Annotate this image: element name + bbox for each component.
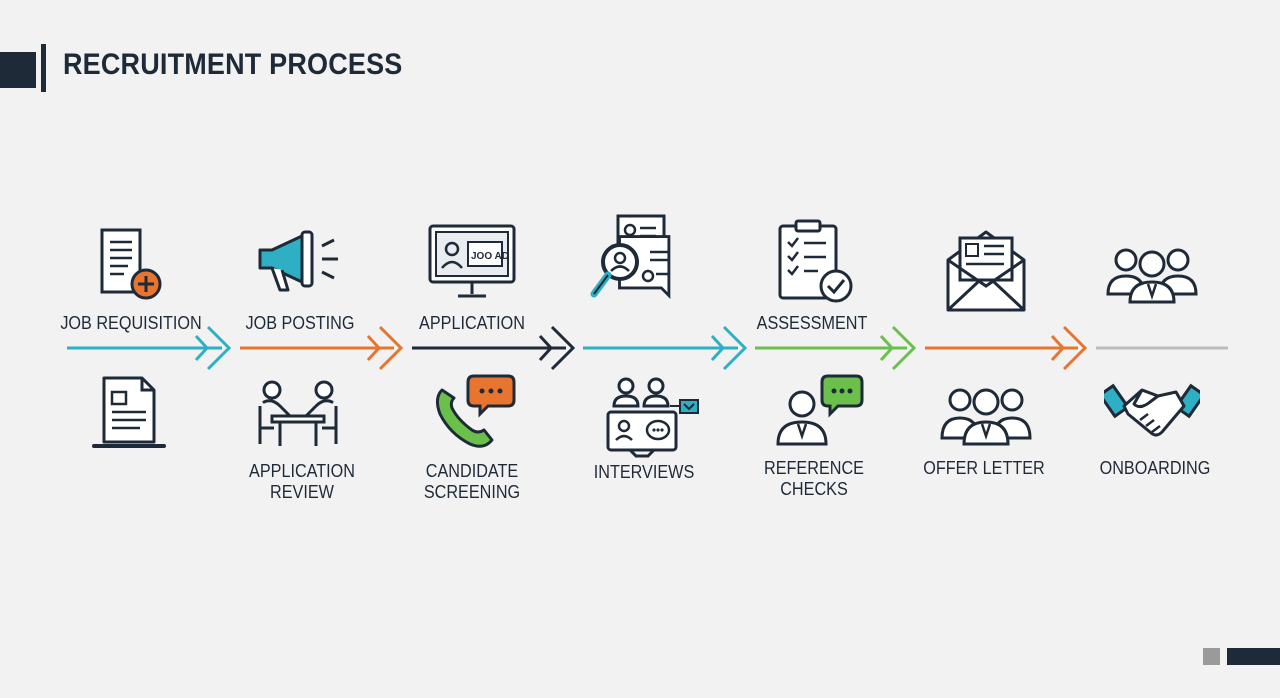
step-label: REFERENCE CHECKS	[764, 458, 864, 499]
step-label: JOB POSTING	[245, 313, 355, 333]
document-plus-icon	[82, 222, 178, 318]
group-icon	[938, 374, 1034, 470]
team-icon	[1104, 226, 1200, 322]
arrow-2	[240, 325, 404, 371]
step-label: JOB REQUISITION	[60, 313, 202, 333]
megaphone-icon	[250, 212, 346, 308]
footer-bar	[1227, 648, 1280, 665]
footer-square	[1203, 648, 1220, 665]
title-accent-line	[41, 44, 46, 92]
arrow-6	[925, 325, 1088, 371]
video-interview-icon	[604, 372, 700, 468]
meeting-table-icon	[250, 372, 346, 468]
step-label: ASSESSMENT	[756, 313, 868, 333]
resume-magnifier-icon	[584, 210, 680, 306]
step-label: APPLICATION	[419, 313, 525, 333]
step-label: OFFER LETTER	[923, 458, 1045, 478]
laptop-document-icon	[82, 368, 178, 464]
arrow-1	[67, 325, 232, 371]
envelope-letter-icon	[938, 220, 1034, 316]
arrow-3	[412, 325, 576, 371]
step-label: APPLICATION REVIEW	[249, 461, 355, 502]
page-title: RECRUITMENT PROCESS	[63, 48, 403, 81]
step-label: CANDIDATE SCREENING	[423, 461, 521, 502]
clipboard-check-icon	[766, 216, 862, 312]
phone-chat-icon	[424, 368, 520, 464]
title-accent-block	[0, 52, 36, 88]
arrow-4	[583, 325, 748, 371]
step-label: INTERVIEWS	[593, 462, 695, 482]
arrow-5	[755, 325, 917, 371]
svg-text:JOO AD: JOO AD	[471, 251, 509, 262]
step-label: ONBOARDING	[1099, 458, 1211, 478]
monitor-job-ad-icon: JOO AD	[424, 216, 520, 312]
handshake-icon	[1104, 366, 1200, 462]
person-chat-icon	[772, 368, 868, 464]
